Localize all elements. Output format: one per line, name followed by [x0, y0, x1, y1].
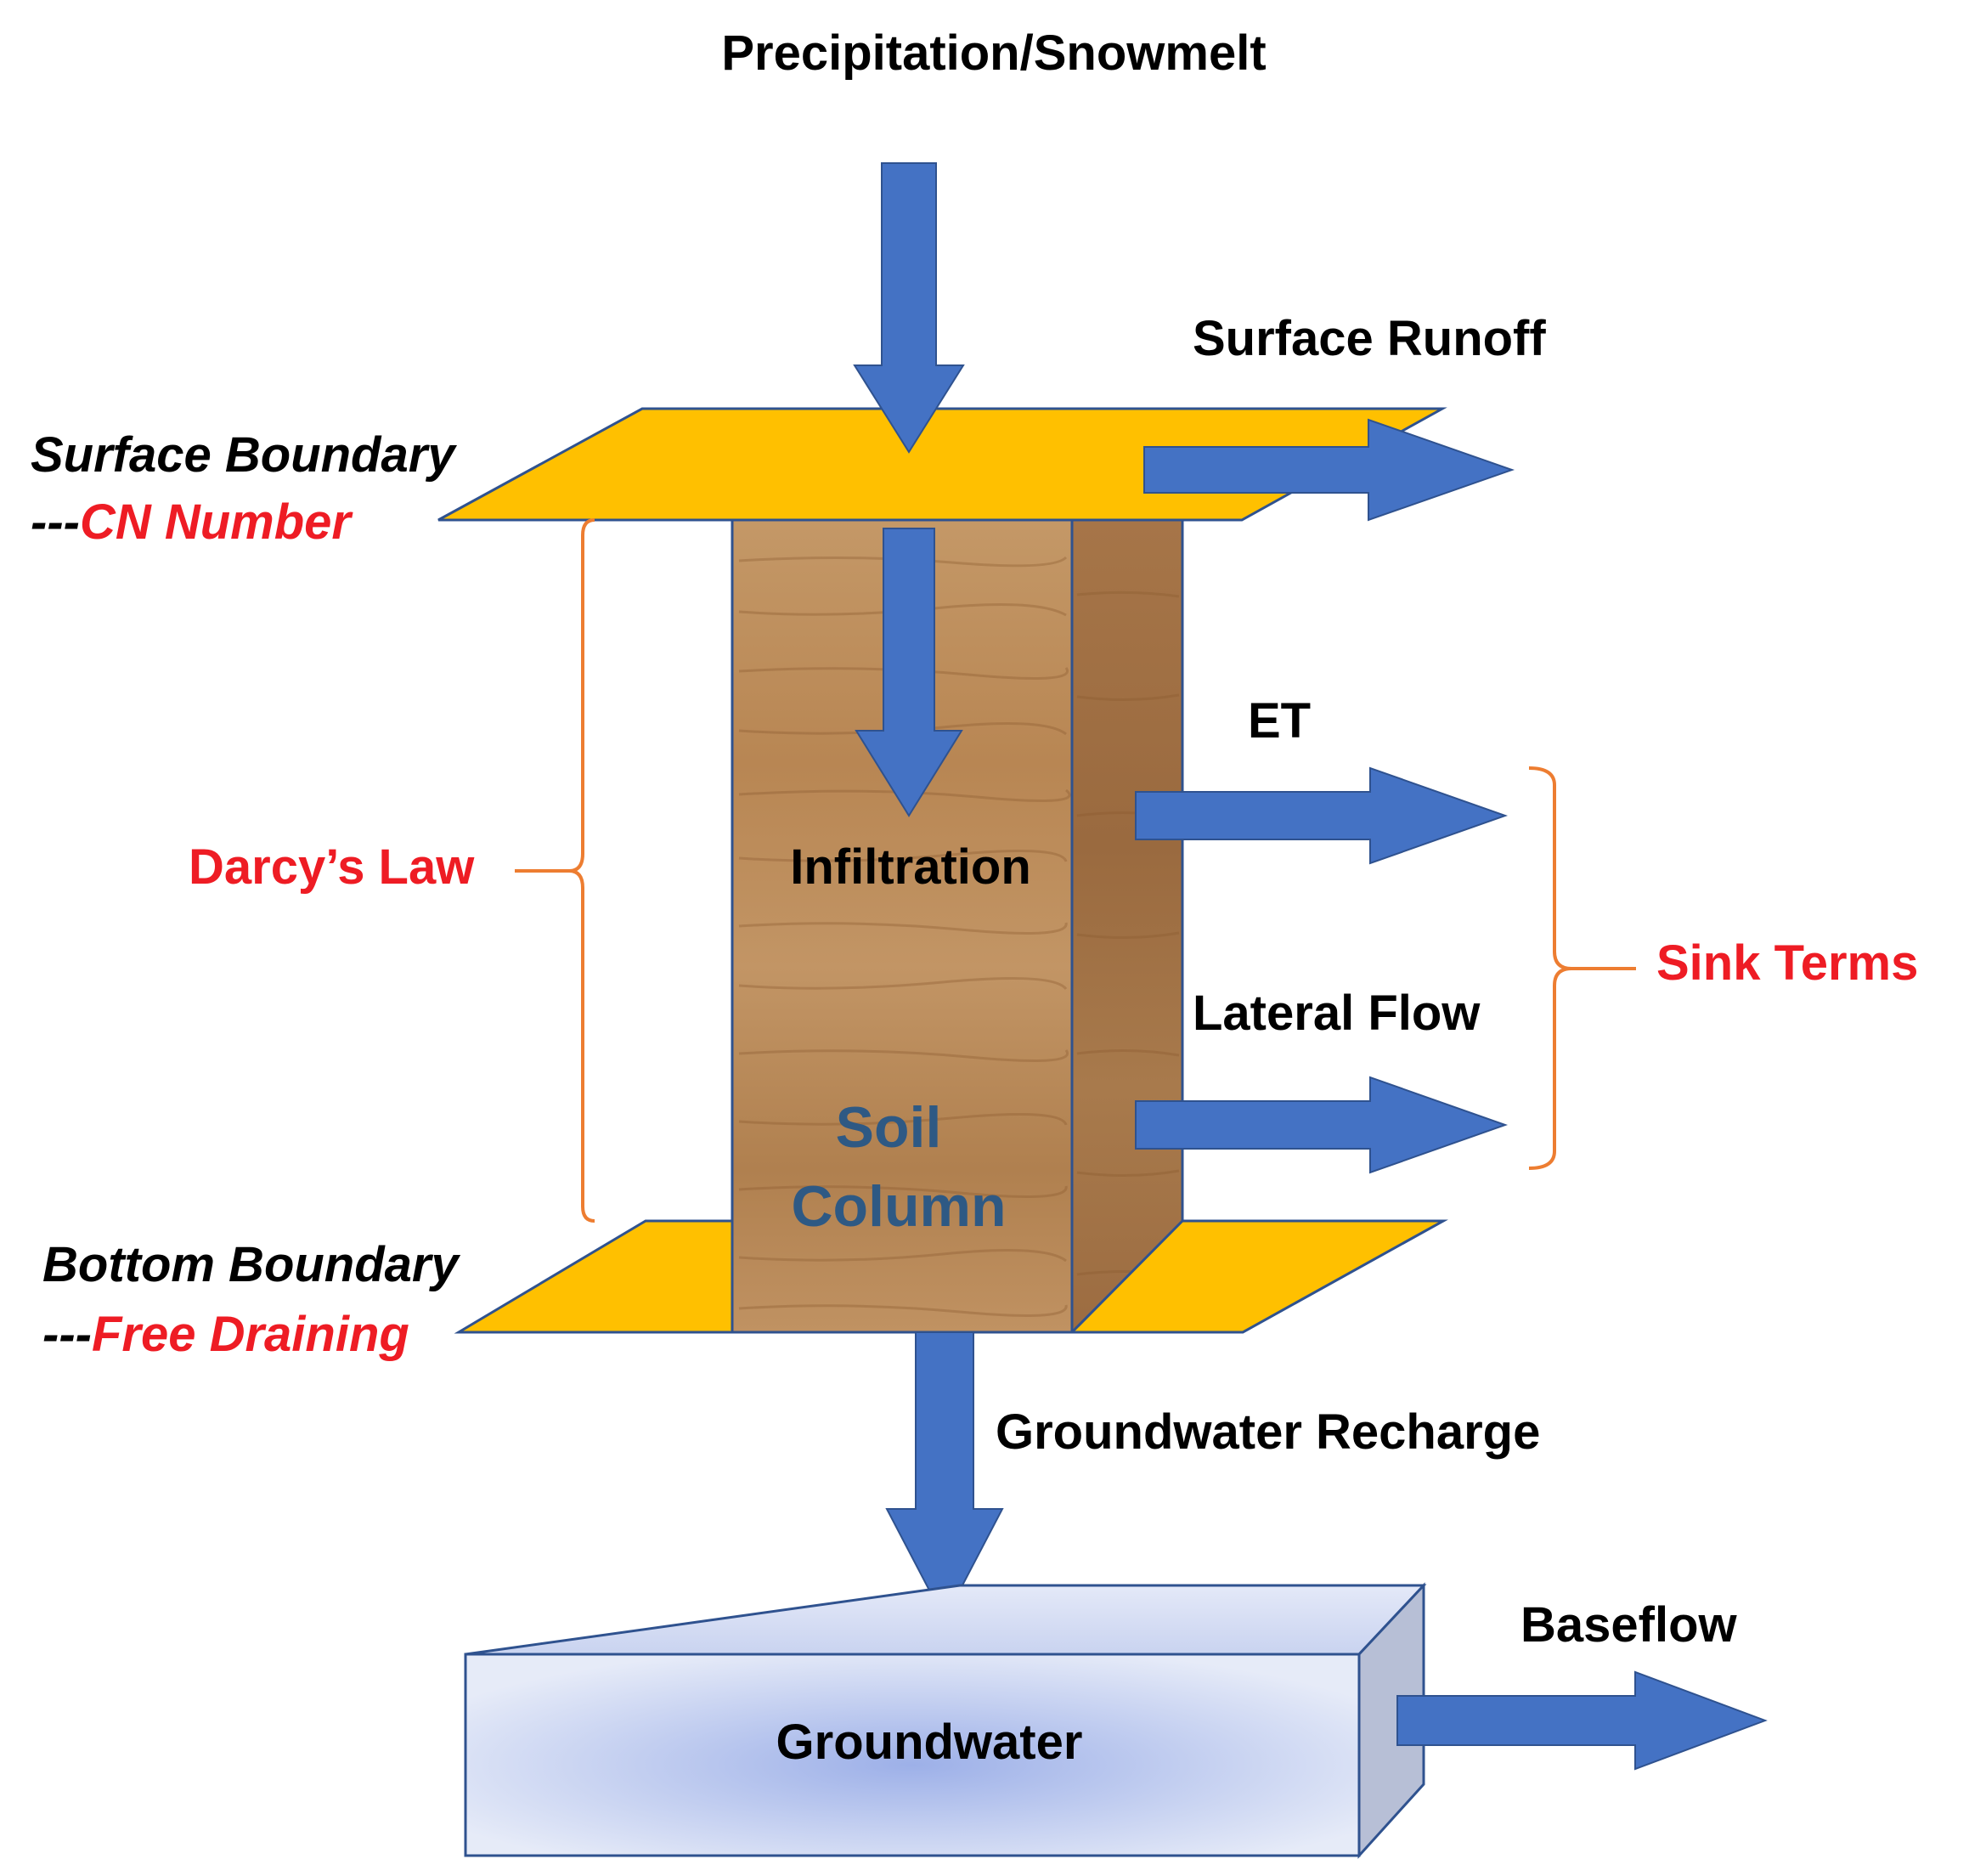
infiltration-arrow [855, 528, 963, 817]
cn-number-line: ---CN Number [31, 494, 353, 550]
sink-terms-label: Sink Terms [1656, 935, 1918, 991]
et-label: ET [1248, 693, 1311, 749]
column-label: Column [791, 1174, 1006, 1239]
bottom-boundary-prefix: --- [42, 1307, 92, 1362]
sink-terms-bracket [1528, 766, 1636, 1170]
surface-boundary-prefix: --- [31, 494, 80, 550]
precipitation-arrow [853, 162, 965, 454]
surface-boundary-label: Surface Boundary [31, 427, 457, 483]
cn-number-label: CN Number [80, 494, 353, 550]
bottom-boundary-plate-front [1069, 1219, 1448, 1334]
groundwater-label: Groundwater [776, 1715, 1083, 1770]
lateral-flow-label: Lateral Flow [1193, 986, 1481, 1041]
infiltration-label: Infiltration [790, 839, 1031, 895]
precipitation-label: Precipitation/Snowmelt [721, 25, 1266, 81]
bottom-boundary-label: Bottom Boundary [42, 1237, 460, 1292]
soil-column-side [1070, 518, 1184, 1334]
groundwater-box-top [465, 1584, 1427, 1656]
soil-label: Soil [836, 1095, 942, 1160]
et-arrow [1135, 766, 1509, 865]
groundwater-recharge-arrow [885, 1331, 1004, 1622]
groundwater-box [464, 1582, 1427, 1859]
baseflow-arrow [1396, 1670, 1768, 1771]
surface-runoff-arrow [1143, 418, 1515, 522]
surface-runoff-label: Surface Runoff [1193, 311, 1546, 366]
free-draining-line: ---Free Draining [42, 1307, 409, 1362]
darcys-law-bracket [515, 518, 595, 1223]
darcys-law-label: Darcy’s Law [189, 839, 475, 895]
groundwater-box-front [464, 1653, 1361, 1857]
lateral-flow-arrow [1135, 1076, 1509, 1174]
groundwater-recharge-label: Groundwater Recharge [996, 1404, 1540, 1460]
baseflow-label: Baseflow [1520, 1597, 1738, 1653]
free-draining-label: Free Draining [92, 1307, 409, 1362]
